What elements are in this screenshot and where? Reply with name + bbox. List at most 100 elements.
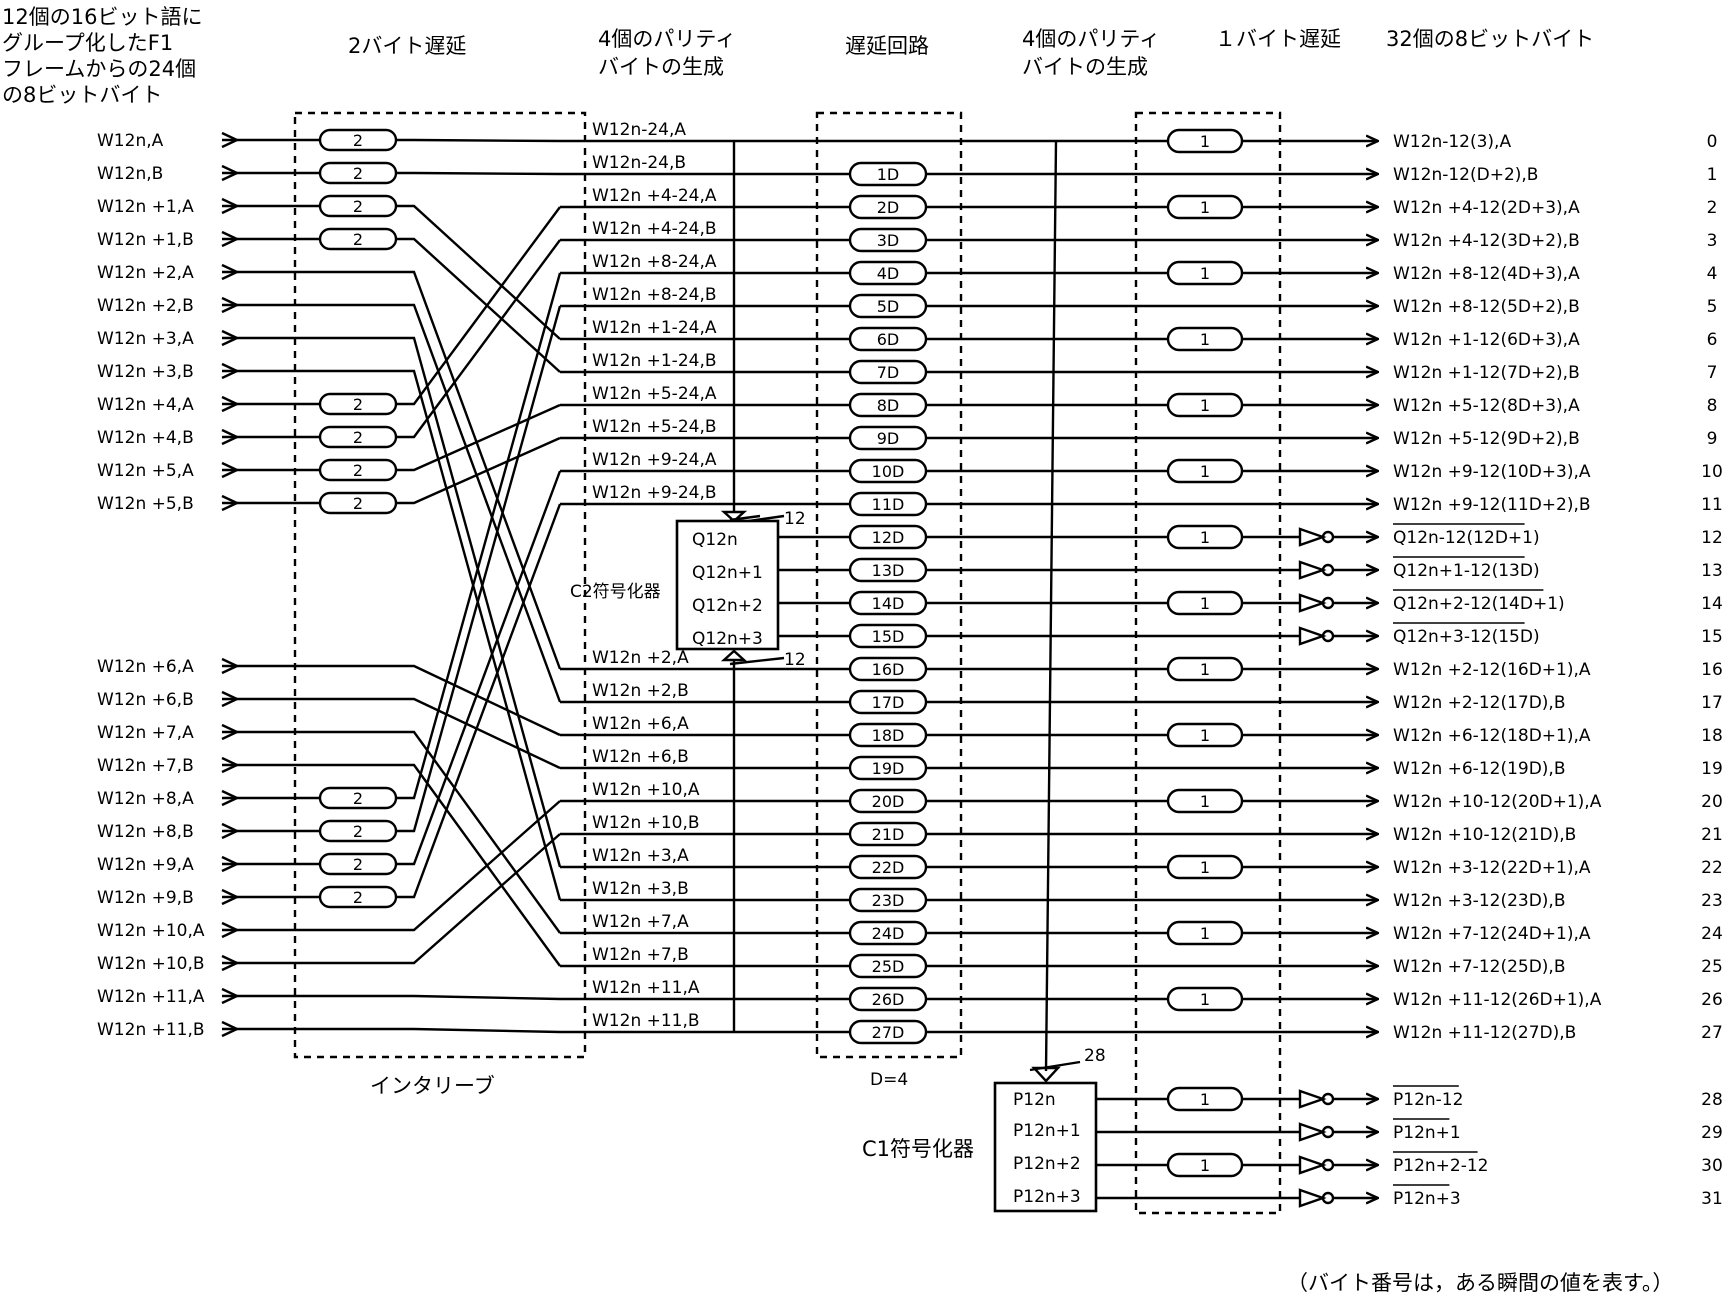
- input-label: W12n +8,B: [97, 822, 194, 842]
- delay-element: [848, 458, 928, 484]
- delay-value: 14D: [872, 594, 905, 613]
- one-byte-delay-element: [1166, 590, 1244, 616]
- one-byte-delay-value: 1: [1200, 1090, 1210, 1109]
- two-byte-delay-element: [318, 227, 398, 251]
- delay-element: [848, 788, 928, 814]
- output-label: W12n +11-12(27D),B: [1393, 1023, 1576, 1043]
- byte-index: 28: [1701, 1090, 1723, 1110]
- one-byte-delay-box: [1134, 111, 1282, 1215]
- output-label: W12n-12(D+2),B: [1393, 165, 1538, 185]
- input-arrow: [221, 131, 240, 149]
- input-label: W12n +6,A: [97, 657, 194, 677]
- byte-index: 12: [1701, 528, 1723, 548]
- byte-index: 9: [1707, 429, 1718, 449]
- delay-element: [848, 326, 928, 352]
- d-value-label: D=4: [870, 1070, 908, 1090]
- byte-index: 7: [1707, 363, 1718, 383]
- delay-element: [848, 887, 928, 913]
- delay-value: 10D: [872, 462, 905, 481]
- interleaved-label: W12n +5-24,B: [592, 417, 717, 437]
- input-arrow: [221, 428, 240, 446]
- interleaved-label: W12n +8-24,A: [592, 252, 717, 272]
- inverter-triangle: [1298, 527, 1327, 547]
- input-label: W12n +7,B: [97, 756, 194, 776]
- delay-value: 8D: [877, 396, 900, 415]
- c2-output-q12n3: Q12n+3: [692, 629, 763, 649]
- delay-element: [848, 425, 928, 451]
- delay-element: [848, 689, 928, 715]
- two-byte-delay-element: [318, 161, 398, 185]
- output-label: W12n +3-12(23D),B: [1393, 891, 1566, 911]
- output-label: W12n +8-12(5D+2),B: [1393, 297, 1580, 317]
- output-label: W12n +1-12(6D+3),A: [1393, 330, 1580, 350]
- interleaved-label: W12n +11,B: [592, 1011, 700, 1031]
- interleave-box: [293, 111, 587, 1059]
- c2-output-q12n: Q12n: [692, 530, 738, 550]
- delay-element: [848, 392, 928, 418]
- two-byte-delay-value: 2: [353, 461, 363, 480]
- output-label: W12n +5-12(8D+3),A: [1393, 396, 1580, 416]
- one-byte-delay-element: [1166, 524, 1244, 550]
- one-byte-delay-element: [1166, 392, 1244, 418]
- byte-index: 17: [1701, 693, 1723, 713]
- input-label: W12n +6,B: [97, 690, 194, 710]
- byte-index: 19: [1701, 759, 1723, 779]
- interleaved-label: W12n +7,B: [592, 945, 689, 965]
- input-arrow: [221, 789, 240, 807]
- one-byte-delay-value: 1: [1200, 1156, 1210, 1175]
- input-arrow: [221, 296, 240, 314]
- input-arrow: [221, 329, 240, 347]
- input-arrow: [221, 1020, 240, 1038]
- c1-encoder: P12n P12n+1 P12n+2 P12n+3 C1符号化器 28: [862, 1046, 1106, 1213]
- one-byte-delay-element: [1166, 458, 1244, 484]
- interleave-wire: [222, 305, 562, 833]
- parity-generation-header-1: 4個のパリティ バイトの生成: [598, 27, 736, 79]
- two-byte-delay-element: [318, 425, 398, 449]
- one-byte-delay-value: 1: [1200, 858, 1210, 877]
- c2-encoder-box: [675, 519, 780, 651]
- one-byte-delay-element: [1166, 854, 1244, 880]
- delay-value: 27D: [872, 1023, 905, 1042]
- delay-value: 7D: [877, 363, 900, 382]
- two-byte-delay-value: 2: [353, 131, 363, 150]
- input-arrow: [221, 690, 240, 708]
- input-arrow: [221, 855, 240, 873]
- interleave-wire: [222, 994, 561, 1001]
- byte-index: 26: [1701, 990, 1723, 1010]
- delay-element: [848, 557, 928, 583]
- output-label: W12n +9-12(10D+3),A: [1393, 462, 1591, 482]
- delay-value: 13D: [872, 561, 905, 580]
- input-arrow: [221, 954, 240, 972]
- inverter-triangle: [1298, 1188, 1327, 1208]
- c1-encoder-label: C1符号化器: [862, 1137, 974, 1161]
- byte-index: 23: [1701, 891, 1723, 911]
- input-arrow: [221, 921, 240, 939]
- one-byte-delay-element: [1166, 260, 1244, 286]
- byte-index: 4: [1707, 264, 1718, 284]
- byte-index: 18: [1701, 726, 1723, 746]
- delay-circuit-header: 遅延回路: [845, 34, 929, 58]
- delay-element: [848, 920, 928, 946]
- delay-element: [848, 524, 928, 550]
- delay-element: [848, 293, 928, 319]
- input-label: W12n +11,A: [97, 987, 205, 1007]
- one-byte-delay-element: [1166, 986, 1244, 1012]
- footnote: （バイト番号は，ある瞬間の値を表す。）: [1287, 1271, 1673, 1295]
- two-byte-delay-element: [318, 885, 398, 909]
- delay-circuit-box: [815, 111, 963, 1059]
- c2-output-q12n1: Q12n+1: [692, 563, 763, 583]
- byte-index: 10: [1701, 462, 1723, 482]
- delay-value: 24D: [872, 924, 905, 943]
- two-byte-delay-element: [318, 819, 398, 843]
- input-arrow: [221, 164, 240, 182]
- svg-text:バイトの生成: バイトの生成: [598, 55, 724, 79]
- input-arrow: [221, 197, 240, 215]
- one-byte-delay-element: [1166, 920, 1244, 946]
- interleaved-label: W12n +2,B: [592, 681, 689, 701]
- byte-index: 31: [1701, 1189, 1723, 1209]
- delay-value: 3D: [877, 231, 900, 250]
- byte-index: 25: [1701, 957, 1723, 977]
- output-label: W12n +4-12(2D+3),A: [1393, 198, 1580, 218]
